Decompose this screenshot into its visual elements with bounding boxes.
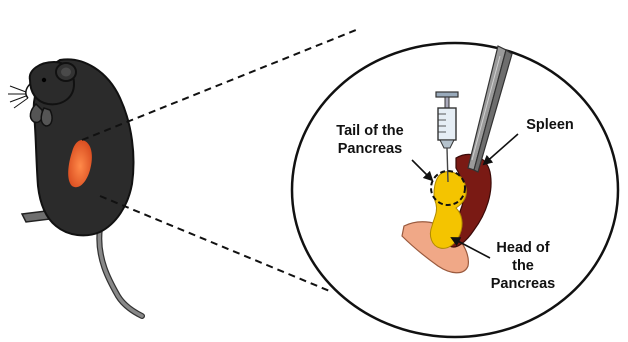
mouse-whiskers — [8, 86, 28, 108]
head-label-line2: the — [512, 258, 534, 274]
spleen-label: Spleen — [526, 117, 574, 133]
head-label-line1: Head of — [496, 240, 549, 256]
tail-label-line2: Pancreas — [338, 141, 403, 157]
head-label-line3: Pancreas — [491, 276, 556, 292]
tail-label-line1: Tail of the — [336, 123, 403, 139]
mouse-silhouette-icon — [8, 59, 142, 316]
mouse-eye — [42, 78, 46, 82]
